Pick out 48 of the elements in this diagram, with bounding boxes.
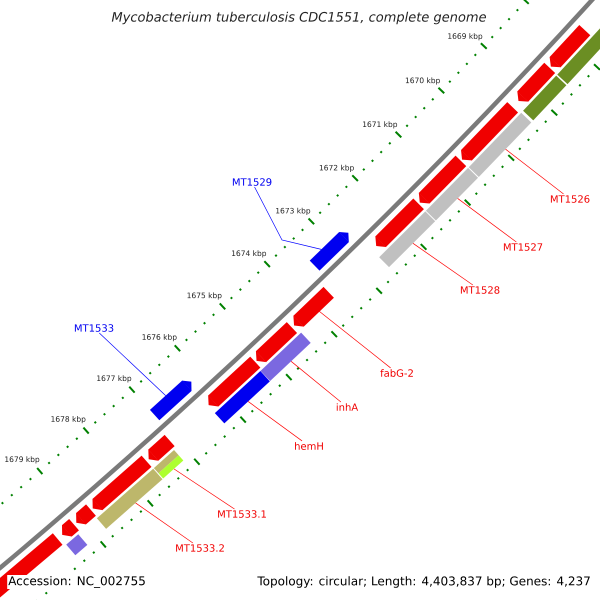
- gene-bar: [523, 76, 566, 120]
- leader-line: [248, 401, 302, 442]
- gene-block: [256, 322, 298, 362]
- leader-line: [319, 311, 391, 368]
- leader-line: [135, 502, 194, 544]
- gene-bar: [426, 168, 478, 221]
- map-title: Mycobacterium tuberculosis CDC1551, complete genome: [112, 12, 486, 24]
- gene-block: [293, 286, 334, 327]
- gene-block: [92, 456, 152, 510]
- gene-label: hemH: [295, 442, 323, 450]
- gene-label: MT1528: [460, 286, 500, 294]
- gene-label: fabG-2: [380, 369, 413, 377]
- gene-block: [418, 156, 466, 204]
- gene-block: [310, 232, 349, 271]
- leader-line: [254, 186, 322, 250]
- gene-label: MT1533.1: [218, 510, 266, 518]
- gene-bar: [557, 28, 600, 84]
- gene-label: MT1526: [550, 195, 590, 203]
- gene-bar: [379, 211, 436, 268]
- gene-block: [517, 62, 556, 102]
- gene-bar: [154, 450, 179, 474]
- gene-block: [208, 356, 260, 407]
- leader-line: [457, 198, 517, 242]
- gene-label: MT1529: [232, 178, 272, 186]
- gene-block: [148, 434, 175, 461]
- gene-bar: [468, 112, 532, 177]
- leader-line: [412, 242, 474, 286]
- gene-label: MT1527: [504, 243, 542, 251]
- gene-block: [550, 25, 590, 68]
- gene-bar: [214, 371, 270, 424]
- gene-block: [150, 380, 192, 420]
- gene-bar: [158, 455, 184, 479]
- leader-line: [174, 468, 235, 510]
- gene-bar: [66, 534, 88, 556]
- leader-line: [98, 332, 166, 396]
- gene-block: [375, 198, 424, 248]
- gene-block: [460, 102, 518, 161]
- gene-label: MT1533.2: [176, 544, 224, 552]
- gene-bar: [260, 332, 311, 382]
- genome-info-text: Topology: circular; Length: 4,403,837 bp; Genes: 4,237: [256, 575, 592, 589]
- leader-line: [505, 148, 564, 194]
- gene-block: [62, 519, 79, 537]
- leader-line: [290, 360, 342, 402]
- accession-text: Accession: NC_002755: [7, 575, 147, 589]
- gene-block: [76, 504, 96, 524]
- gene-label: inhA: [336, 403, 358, 411]
- gene-bar: [96, 468, 162, 529]
- gene-label: MT1533: [74, 324, 114, 332]
